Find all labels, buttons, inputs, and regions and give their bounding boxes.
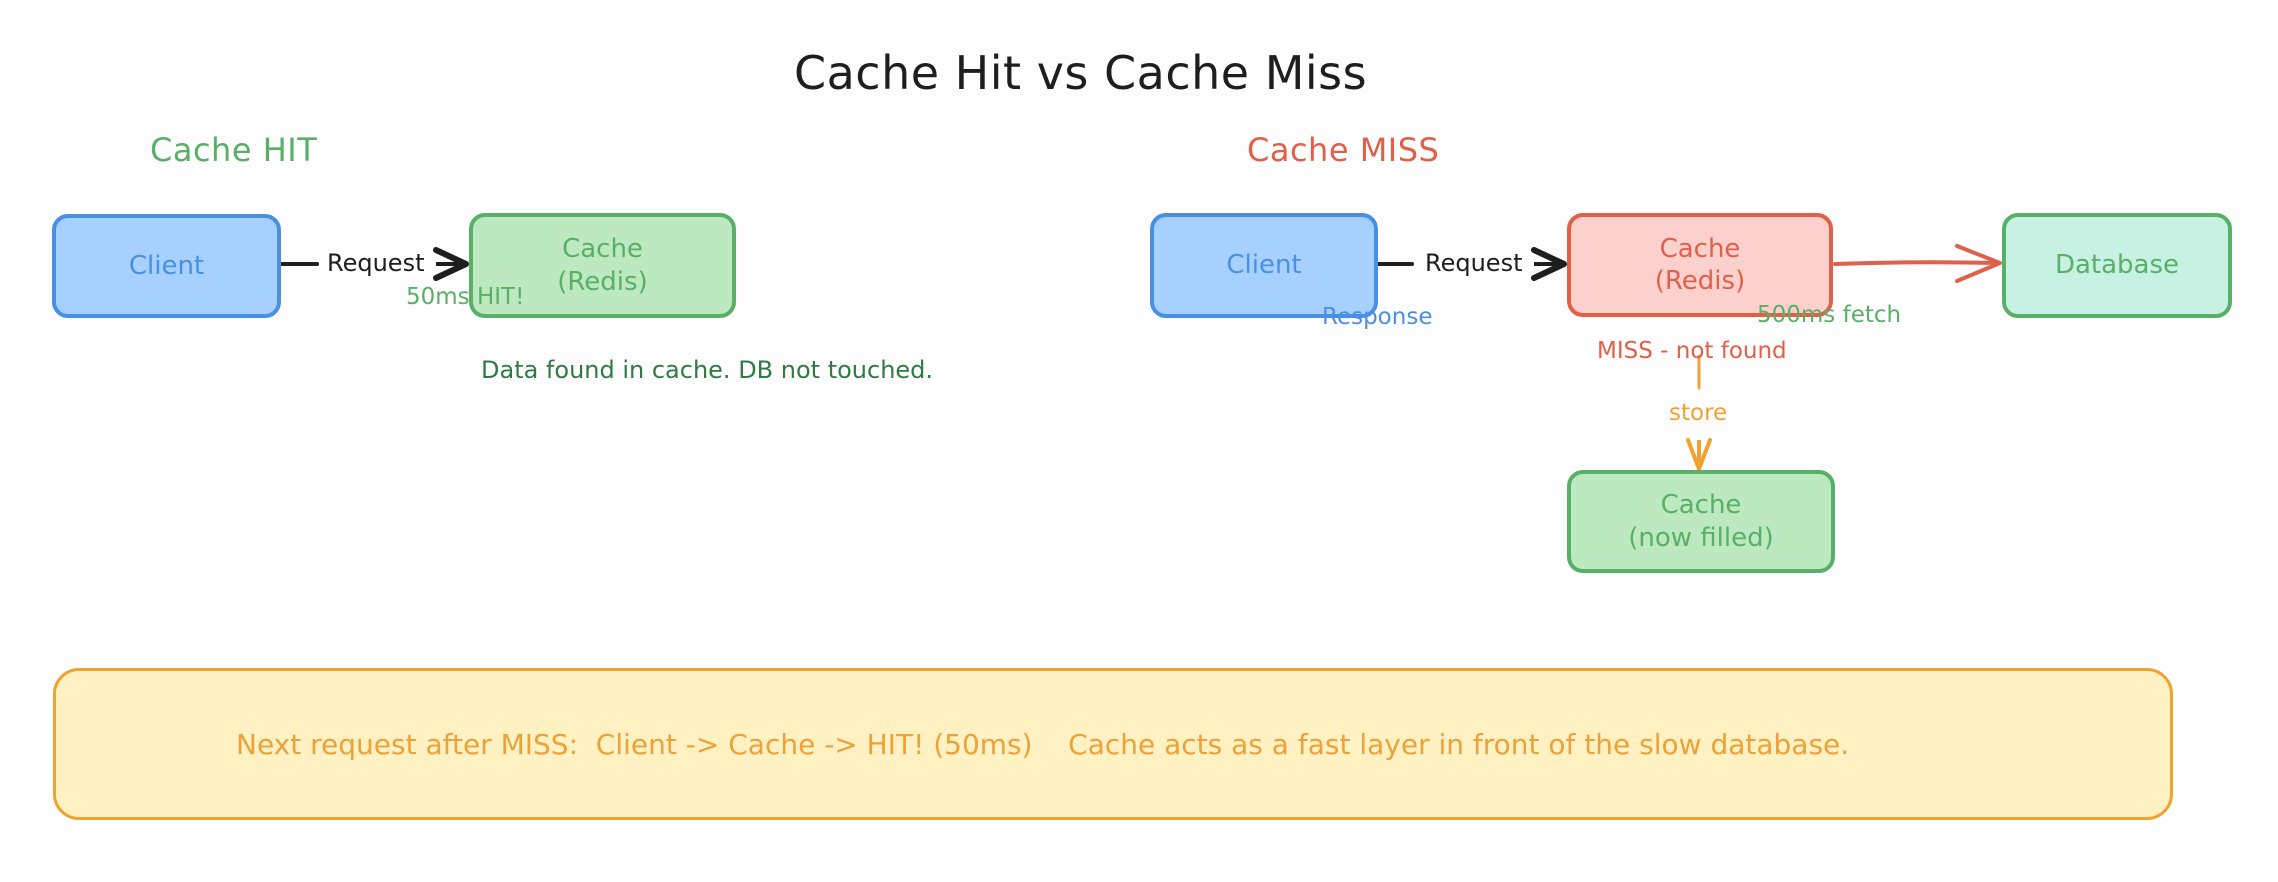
filled-cache-node[interactable]: Cache (now filled) [1567,470,1835,573]
summary-note: Next request after MISS: Client -> Cache… [53,668,2173,820]
hit-request-label: Request [327,249,425,277]
hit-request-arrow [279,247,469,281]
filled-cache-line1: Cache [1660,490,1742,520]
miss-client-node[interactable]: Client [1150,213,1378,318]
hit-latency-label: 50ms HIT! [406,284,525,310]
hit-description: Data found in cache. DB not touched. [481,356,934,384]
database-label: Database [2054,250,2180,281]
miss-cache-line1: Cache [1659,233,1741,264]
hit-cache-line1: Cache [562,234,643,264]
fetch-arrow [1833,244,2002,283]
hit-heading: Cache HIT [150,131,318,169]
miss-request-label: Request [1425,249,1523,277]
hit-client-node[interactable]: Client [52,214,281,318]
miss-request-arrow [1376,247,1567,281]
fetch-latency-label: 500ms fetch [1757,302,1902,328]
diagram-title: Cache Hit vs Cache Miss [794,46,1368,100]
miss-cache-node[interactable]: Cache (Redis) [1567,213,1833,317]
store-label: store [1669,400,1728,426]
store-arrow [1686,354,1712,471]
filled-cache-line2: (now filled) [1628,522,1774,553]
hit-client-label: Client [128,250,205,281]
hit-cache-node[interactable]: Cache (Redis) [469,213,736,318]
miss-response-label: Response [1322,304,1433,330]
miss-cache-line2: (Redis) [1654,266,1746,296]
miss-not-found-label: MISS - not found [1597,338,1787,364]
hit-cache-line2: (Redis) [557,266,648,297]
summary-note-text: Next request after MISS: Client -> Cache… [236,727,1850,761]
miss-client-label: Client [1226,250,1302,281]
database-node[interactable]: Database [2002,213,2232,318]
miss-heading: Cache MISS [1247,131,1440,169]
